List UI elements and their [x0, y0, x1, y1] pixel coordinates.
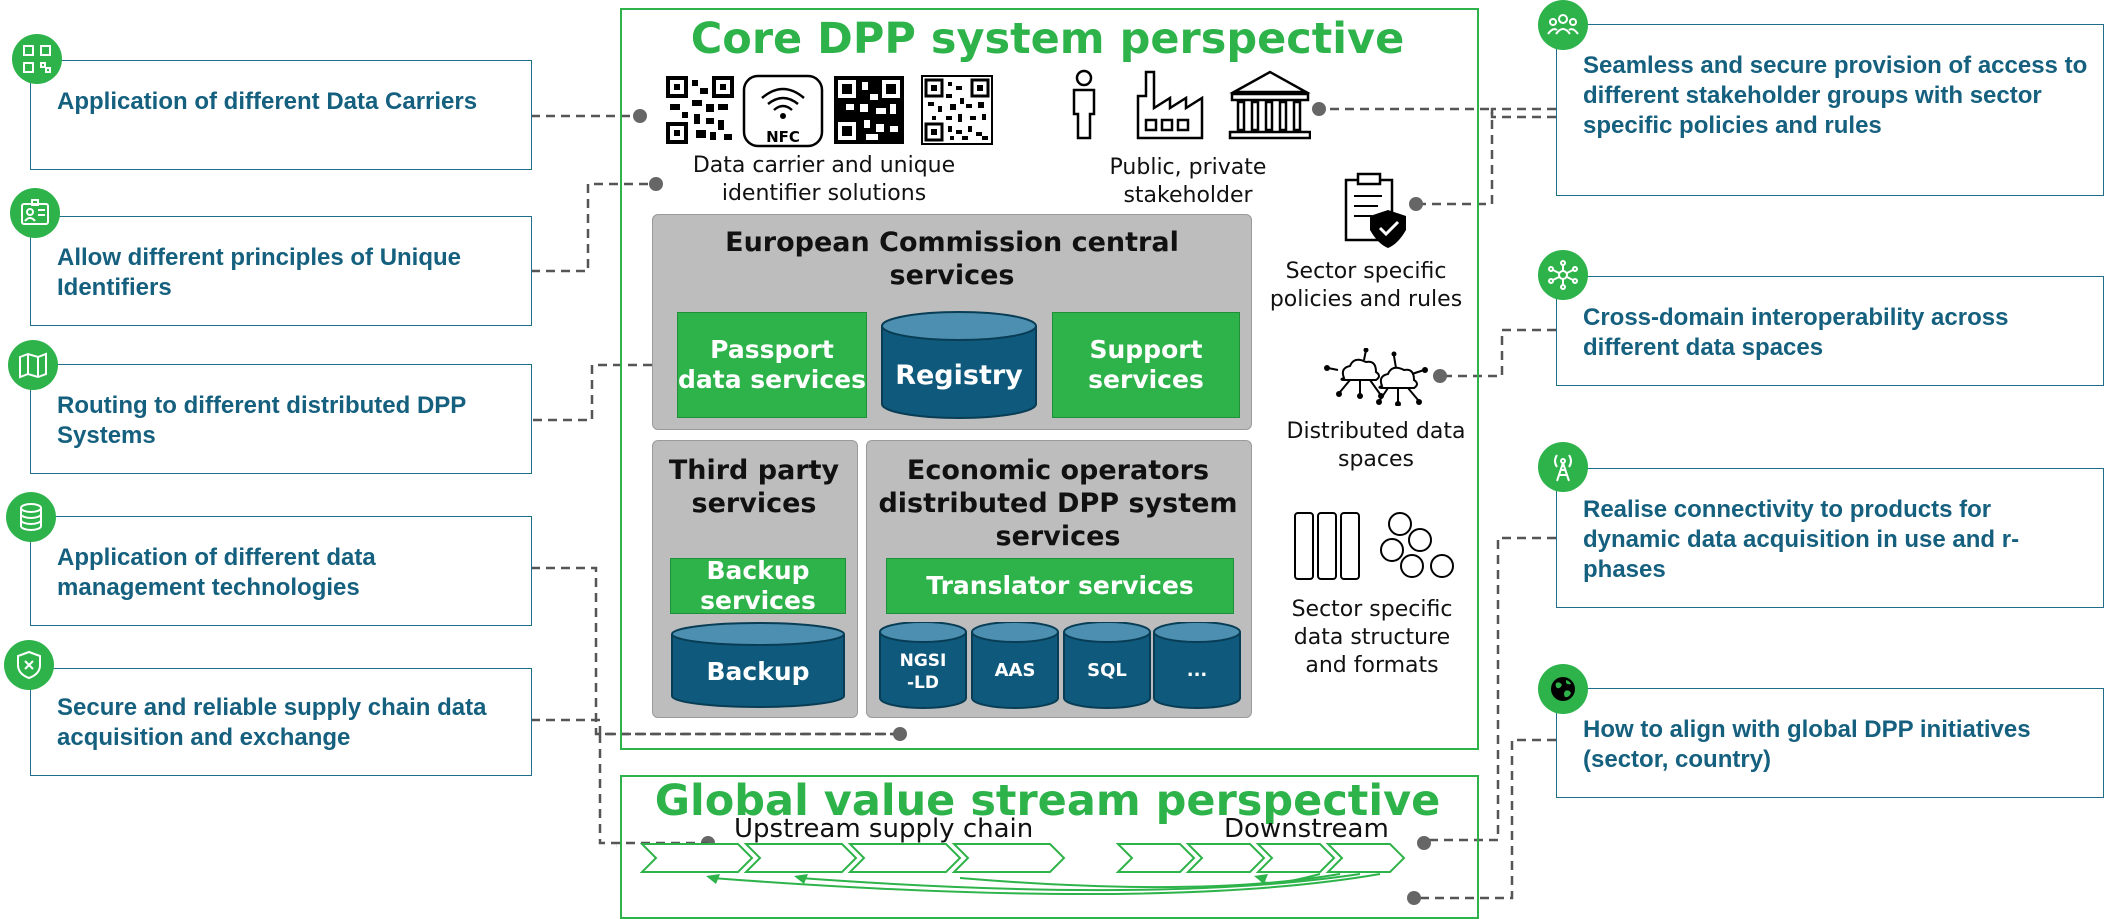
- ec-services-title: European Commission central services: [725, 227, 1179, 291]
- downstream-label: Downstream: [1224, 814, 1389, 844]
- carrier-caption: Data carrier and unique identifier solut…: [692, 153, 956, 206]
- backup-label: Backup: [706, 657, 809, 686]
- other-database-icon: ...: [1153, 622, 1241, 709]
- people-icon: [1538, 0, 1588, 50]
- passport-data-services-box: Passport data services: [677, 312, 867, 418]
- left-box-unique-identifiers: Allow different principles of Unique Ide…: [30, 216, 532, 326]
- formats-caption: Sector specific data structure and forma…: [1291, 597, 1453, 678]
- global-title: Global value stream perspective: [654, 776, 1441, 826]
- left-box-data-management: Application of different data management…: [30, 516, 532, 626]
- policy-clipboard-icon: [1344, 172, 1406, 248]
- qr-code-icon-3: [921, 75, 993, 145]
- ellipsis-label: ...: [1187, 660, 1208, 681]
- id-card-icon: [10, 188, 60, 238]
- right-box-global-initiatives: How to align with global DPP initiatives…: [1556, 688, 2104, 798]
- left-box-routing: Routing to different distributed DPP Sys…: [30, 364, 532, 474]
- stakeholder-icons: [1072, 69, 1311, 140]
- support-services-box: Support services: [1052, 312, 1240, 418]
- data-structure-icon: [1294, 512, 1454, 580]
- core-title: Core DPP system perspective: [690, 14, 1405, 64]
- right-box-stakeholder-access: Seamless and secure provision of access …: [1556, 24, 2104, 196]
- right-box-connectivity: Realise connectivity to products for dyn…: [1556, 468, 2104, 608]
- map-icon: [8, 340, 58, 390]
- network-icon: [1538, 250, 1588, 300]
- operator-databases: NGSI -LD AAS SQL ...: [879, 622, 1241, 709]
- left-box-data-carriers: Application of different Data Carriers: [30, 60, 532, 170]
- upstream-label: Upstream supply chain: [734, 814, 1034, 844]
- translator-services-box: Translator services: [886, 558, 1234, 614]
- core-dpp-frame: [620, 8, 1479, 750]
- dataspaces-caption: Distributed data spaces: [1286, 419, 1466, 472]
- registry-database-icon: Registry: [881, 311, 1037, 419]
- factory-icon: [1136, 70, 1204, 140]
- sql-database-icon: SQL: [1063, 622, 1151, 709]
- antenna-icon: [1538, 442, 1588, 492]
- stakeholder-caption: Public, private stakeholder: [1109, 155, 1267, 208]
- value-chain-arrows: [640, 843, 1406, 896]
- government-building-icon: [1228, 70, 1311, 140]
- right-box-interoperability: Cross-domain interoperability across dif…: [1556, 276, 2104, 386]
- ngsi-ld-label-line2: -LD: [907, 673, 939, 693]
- svg-text:NFC: NFC: [766, 128, 800, 146]
- ngsi-ld-database-icon: NGSI -LD: [879, 622, 967, 709]
- qr-code-icon-2: [834, 76, 904, 144]
- person-icon: [1072, 69, 1096, 140]
- database-icon: [6, 492, 56, 542]
- sql-label: SQL: [1087, 660, 1127, 681]
- economic-operators-title: Economic operators distributed DPP syste…: [878, 455, 1238, 552]
- backup-database-icon: Backup: [671, 622, 845, 708]
- data-carrier-icons: NFC: [666, 74, 993, 148]
- qr-code-icon: [12, 34, 62, 84]
- shield-icon: [4, 640, 54, 690]
- aas-label: AAS: [995, 660, 1036, 681]
- left-box-supply-chain: Secure and reliable supply chain data ac…: [30, 668, 532, 776]
- backup-services-box: Backup services: [670, 556, 846, 615]
- registry-label: Registry: [895, 360, 1023, 391]
- nfc-icon: NFC: [742, 74, 824, 148]
- globe-icon: [1538, 664, 1588, 714]
- cloud-network-icon: [1324, 348, 1428, 406]
- qr-code-icon-1: [666, 76, 734, 144]
- third-party-title: Third party services: [668, 455, 840, 519]
- ngsi-ld-label-line1: NGSI: [900, 651, 947, 671]
- aas-database-icon: AAS: [971, 622, 1059, 709]
- policies-caption: Sector specific policies and rules: [1269, 259, 1463, 312]
